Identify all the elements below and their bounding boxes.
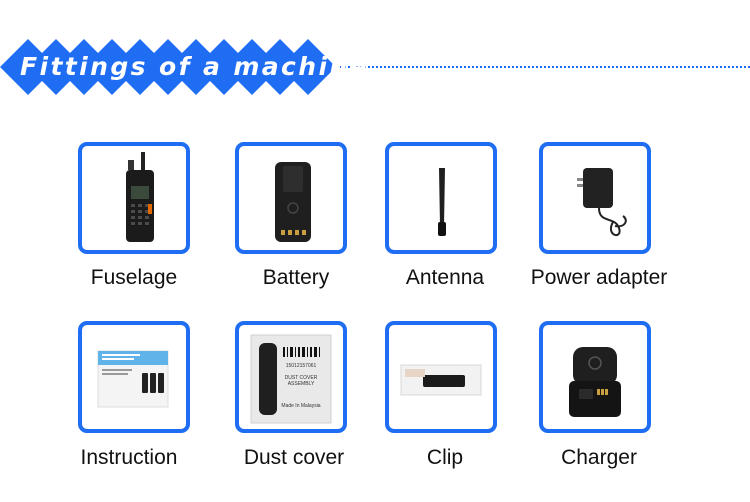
item-label-power-adapter: Power adapter [530, 266, 668, 289]
dust-cover-origin: Made In Malaysia [281, 403, 320, 409]
item-label-fuselage: Fuselage [90, 266, 178, 289]
charger-icon [569, 347, 621, 417]
item-card-clip [385, 321, 497, 433]
power-adapter-icon [577, 168, 627, 237]
item-card-dust-cover: 15012157061 DUST COVER ASSEMBLY Made In … [235, 321, 347, 433]
clip-icon [400, 364, 482, 396]
dust-cover-line1: DUST COVER [285, 375, 318, 381]
item-card-battery [235, 142, 347, 254]
item-label-antenna: Antenna [405, 266, 485, 289]
dust-cover-line2: ASSEMBLY [288, 381, 315, 387]
radio-icon [126, 152, 154, 242]
section-banner: Fittings of a machine [0, 36, 750, 98]
item-card-instruction [78, 321, 190, 433]
banner-title: Fittings of a machine [20, 52, 369, 81]
dust-cover-serial: 15012157061 [286, 363, 317, 369]
battery-icon [275, 162, 311, 242]
dust-cover-icon: 15012157061 DUST COVER ASSEMBLY Made In … [250, 334, 332, 424]
banner-diamonds [0, 39, 750, 95]
item-label-dust-cover: Dust cover [243, 446, 345, 469]
item-card-antenna [385, 142, 497, 254]
item-label-battery: Battery [262, 266, 330, 289]
item-label-instruction: Instruction [80, 446, 178, 469]
item-label-charger: Charger [561, 446, 637, 469]
item-card-charger [539, 321, 651, 433]
item-card-fuselage [78, 142, 190, 254]
item-label-clip: Clip [426, 446, 464, 469]
manual-icon [97, 350, 169, 408]
item-card-power-adapter [539, 142, 651, 254]
antenna-icon [438, 168, 446, 236]
